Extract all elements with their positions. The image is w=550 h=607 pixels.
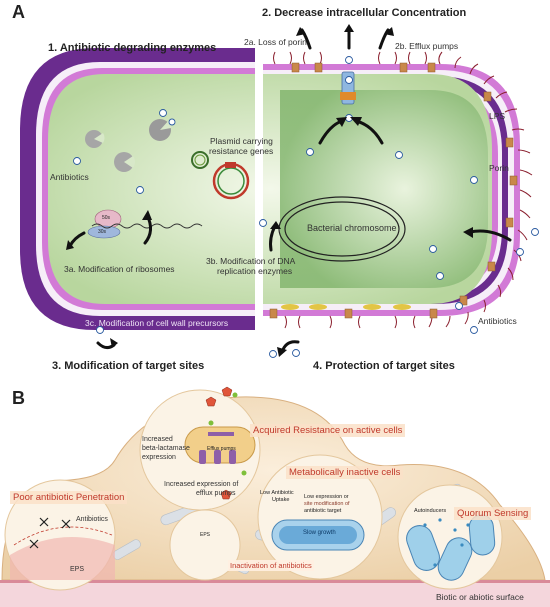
degrading-enzymes (85, 119, 172, 172)
label-autoinducers: Autoinducers (414, 508, 447, 514)
label-low-expression-line2: site modification of (304, 501, 350, 507)
label-modification-of-ribosomes: 3a. Modification of ribosomes (64, 264, 175, 274)
antibiotic-particles (73, 56, 539, 358)
label-efflux-pumps: 2b. Efflux pumps (395, 41, 459, 51)
arrow-heads (66, 24, 473, 357)
label-30s: 30s (98, 229, 107, 235)
label-lps: LPS (489, 111, 506, 121)
heading-antibiotic-degrading-enzymes: 1. Antibiotic degrading enzymes (48, 42, 217, 54)
banner-inactivation: Inactivation of antibiotics (228, 560, 314, 571)
label-cell-wall-precursors: 3c. Modification of cell wall precursors (85, 318, 229, 328)
heading-modification-of-target-sites: 3. Modification of target sites (52, 360, 205, 372)
label-loss-of-porin: 2a. Loss of porin (244, 37, 307, 47)
label-bacterial-chromosome: Bacterial chromosome (307, 223, 397, 233)
plasmid (191, 151, 250, 200)
label-beta-lactamase-line2: beta-lactamase (142, 445, 190, 452)
label-antibiotics-outside: Antibiotics (478, 316, 517, 326)
label-plasmid-line1: Plasmid carrying (210, 136, 273, 146)
quorum-cells (406, 514, 496, 581)
banner-acquired-resistance: Acquired Resistance on active cells (250, 424, 406, 437)
panel-b-letter: B (12, 388, 25, 408)
mrna-strand (91, 223, 203, 229)
label-modification-of-dna-line1: 3b. Modification of DNA (206, 256, 296, 266)
label-antibiotics-inside: Antibiotics (50, 172, 89, 182)
autoinducer-dots (423, 518, 470, 567)
label-low-expression-line1: Low expression or (304, 494, 349, 500)
label-low-uptake-line2: Uptake (272, 497, 290, 503)
label-low-uptake-line1: Low Antibiotic (260, 490, 294, 496)
label-antibiotics-b: Antibiotics (76, 516, 108, 523)
label-50s: 50s (102, 215, 111, 221)
inactivation-bubble (169, 509, 241, 581)
label-efflux-expression-line2: efflux pumps (196, 490, 236, 497)
banner-metabolically-inactive: Metabolically inactive cells (286, 466, 404, 479)
label-efflux-pumps-b: Efflux pumps (207, 446, 236, 452)
label-beta-lactamase-line3: expression (142, 454, 176, 461)
blocked-crosses (29, 517, 71, 549)
label-beta-lactamase-line1: Increased (142, 436, 173, 443)
envelope-blobs (281, 304, 411, 310)
label-eps-large: EPS (70, 566, 85, 573)
panel-b-diagram (0, 386, 550, 607)
label-plasmid-line2: resistance genes (209, 146, 274, 156)
label-porin: Porin (489, 163, 509, 173)
label-slow-growth: Slow growth (303, 530, 336, 536)
ribosome (87, 209, 122, 239)
heading-protection-of-target-sites: 4. Protection of target sites (313, 360, 455, 372)
panel-a-diagram (20, 24, 539, 358)
label-eps-small: EPS (200, 532, 211, 538)
lps-chains (273, 51, 533, 329)
active-cell (184, 426, 256, 464)
label-low-expression-line3: antibiotic target (304, 508, 342, 514)
label-biotic-abiotic-surface: Biotic or abiotic surface (436, 592, 524, 602)
panel-a-letter: A (12, 2, 25, 22)
porin-channels (269, 62, 518, 319)
banner-poor-penetration: Poor antibiotic Penetration (10, 491, 128, 504)
label-modification-of-dna-line2: replication enzymes (217, 266, 293, 276)
label-efflux-expression-line1: Increased expression of (164, 481, 239, 488)
heading-decrease-intracellular-concentration: 2. Decrease intracellular Concentration (262, 7, 467, 19)
banner-quorum-sensing: Quorum Sensing (454, 507, 532, 520)
slow-growth-cell (271, 519, 365, 551)
